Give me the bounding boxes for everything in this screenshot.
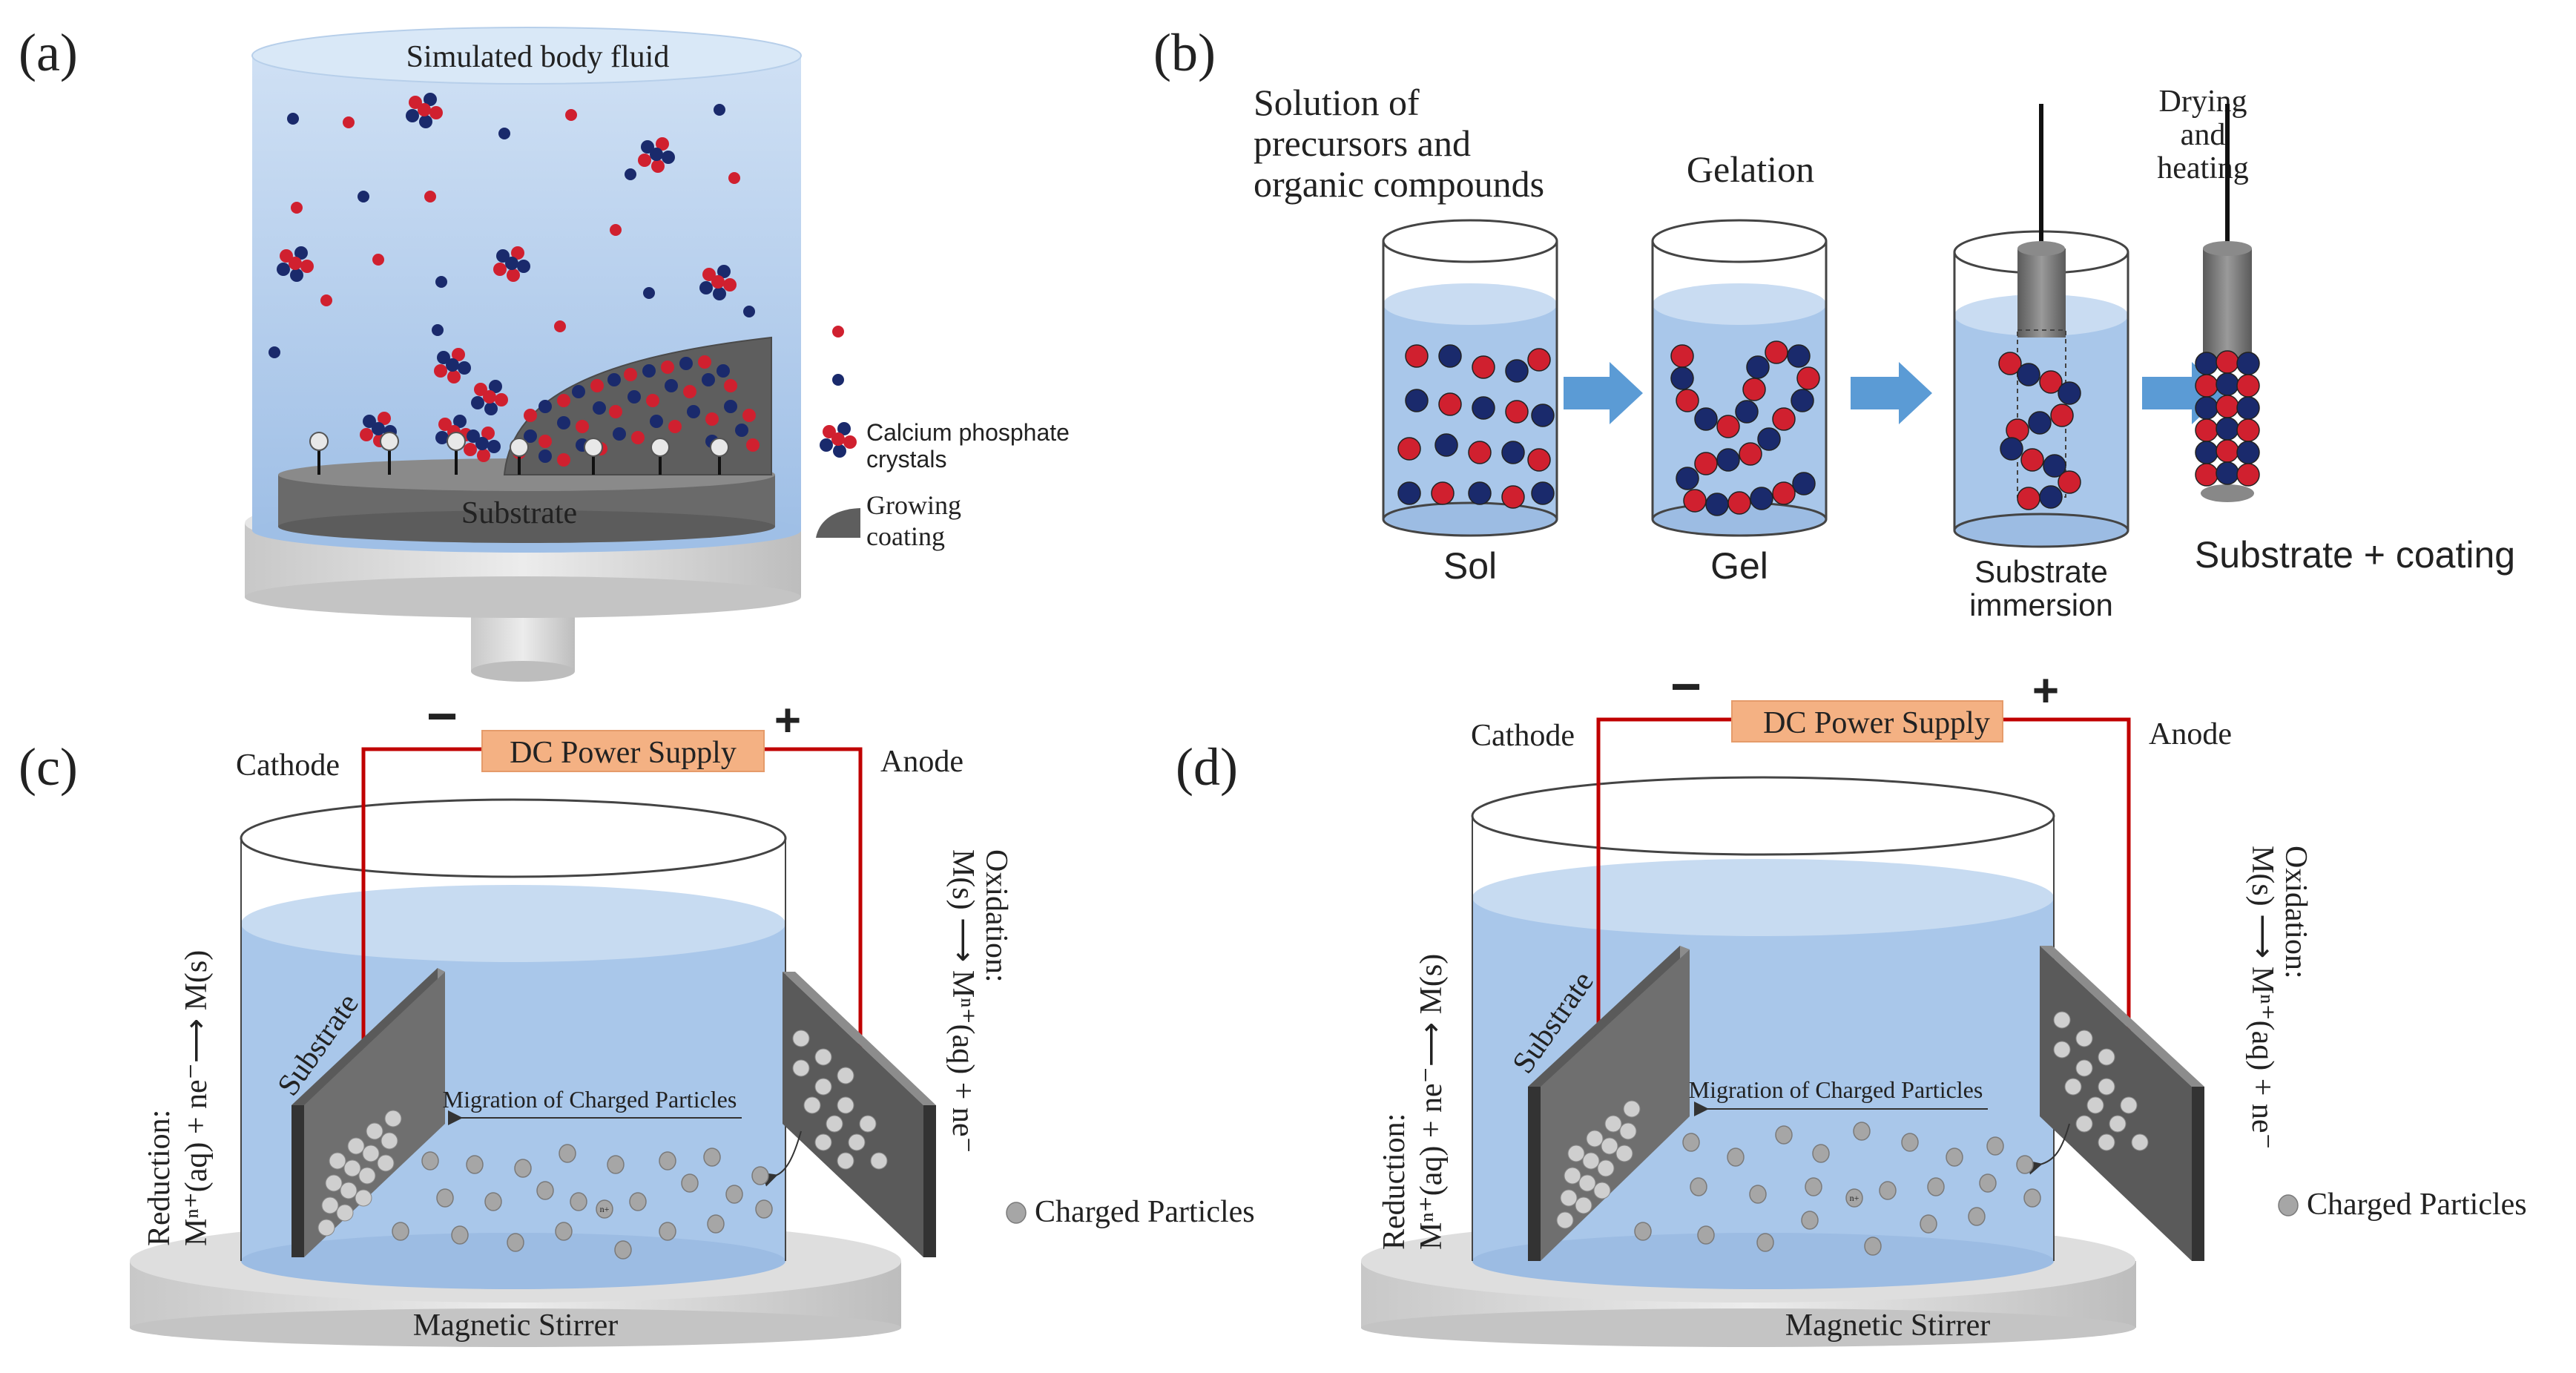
reduction-c-title: Reduction: — [142, 1110, 177, 1246]
oxidation-c-title: Oxidation: — [979, 849, 1013, 983]
legend-particle-c — [1006, 1202, 1027, 1224]
immersion-line2: immersion — [1969, 587, 2113, 622]
drying-line1: Drying — [2159, 85, 2247, 119]
sol-beaker — [1382, 219, 1558, 537]
panel-c: (c) Magnetic Stirrer DC Power Supply − +… — [19, 687, 1255, 1347]
anode-c-label: Anode — [880, 745, 963, 779]
legend-crystal-icon — [820, 422, 857, 458]
anode-plate-d — [2040, 946, 2204, 1261]
minus-c: − — [426, 687, 458, 746]
oxidation-d-title: Oxidation: — [2279, 846, 2313, 979]
legend-ion-red — [832, 326, 844, 338]
legend-coating-swatch — [816, 508, 860, 538]
anode-plate-c — [783, 972, 936, 1257]
migration-d-label: Migration of Charged Particles — [1689, 1076, 1983, 1103]
anode-d-label: Anode — [2149, 717, 2232, 751]
panel-d-label: (d) — [1176, 737, 1238, 797]
process-arrow-1 — [1564, 362, 1643, 424]
charged-particles-d — [1634, 1122, 2041, 1256]
power-supply-c-label: DC Power Supply — [510, 736, 737, 770]
charged-particles-d-label: Charged Particles — [2307, 1188, 2527, 1222]
charged-particles-c-label: Charged Particles — [1035, 1195, 1255, 1229]
nucleation-heads — [309, 432, 729, 457]
oxidation-d-eq: M(s) ⟶ Mⁿ⁺(aq) + ne⁻ — [2245, 846, 2279, 1150]
gel-label: Gel — [1710, 545, 1768, 587]
substrate-label: Substrate — [461, 496, 577, 530]
circuit-d — [1596, 717, 2131, 1068]
panel-b: (b) Solution of precursors and organic c… — [1153, 23, 2515, 622]
charged-particles-c — [392, 1144, 773, 1260]
panel-c-label: (c) — [19, 737, 78, 797]
solution-line2: precursors and — [1254, 122, 1471, 164]
stirrer-c-label: Magnetic Stirrer — [413, 1308, 618, 1343]
power-supply-d-label: DC Power Supply — [1763, 706, 1990, 740]
ion-d-label: n+ — [1850, 1193, 1859, 1203]
reduction-c-eq: Mⁿ⁺(aq) + ne⁻⟶ M(s) — [179, 950, 214, 1246]
power-supply-c — [481, 730, 765, 772]
migration-c-label: Migration of Charged Particles — [443, 1086, 737, 1113]
free-ions — [269, 104, 755, 358]
solution-line3: organic compounds — [1254, 163, 1544, 205]
cathode-c-label: Cathode — [236, 748, 340, 783]
minus-d: − — [1670, 657, 1702, 717]
panel-a-legend: Calcium phosphate crystals Growing coati… — [816, 326, 1070, 551]
plus-d: + — [2032, 665, 2059, 717]
panel-d: (d) Magnetic Stirrer DC Power Supply − +… — [1176, 657, 2527, 1347]
panel-a-label: (a) — [19, 23, 78, 82]
coated-substrate — [2195, 104, 2260, 502]
migration-c-curve — [761, 1130, 802, 1187]
stirrer-d-label: Magnetic Stirrer — [1785, 1308, 1990, 1343]
legend-crystals-line2: crystals — [866, 446, 946, 473]
legend-ion-blue — [832, 374, 844, 386]
ion-c-label: n+ — [600, 1204, 610, 1214]
reduction-d-title: Reduction: — [1377, 1113, 1411, 1250]
legend-particle-d — [2278, 1194, 2299, 1216]
gelation-label: Gelation — [1687, 148, 1814, 190]
legend-coating-line2: coating — [866, 521, 945, 551]
cathode-d-label: Cathode — [1471, 719, 1575, 753]
immersion-line1: Substrate — [1974, 554, 2108, 589]
circuit-c — [361, 747, 863, 1087]
cathode-plate-d — [1528, 946, 1690, 1261]
gel-beaker — [1651, 219, 1828, 537]
immersion-beaker — [1953, 104, 2129, 548]
power-supply-d — [1731, 700, 2003, 743]
drying-line3: heating — [2157, 151, 2249, 185]
legend-crystals-line1: Calcium phosphate — [866, 419, 1070, 446]
result-label: Substrate + coating — [2195, 534, 2515, 576]
oxidation-c-eq: M(s) ⟶ Mⁿ⁺(aq) + ne⁻ — [946, 849, 980, 1153]
drying-line2: and — [2181, 118, 2226, 152]
legend-coating-line1: Growing — [866, 490, 961, 520]
fluid-label: Simulated body fluid — [406, 40, 670, 74]
panel-b-label: (b) — [1153, 23, 1216, 82]
sol-label: Sol — [1443, 545, 1497, 587]
migration-d-curve — [2026, 1123, 2070, 1175]
plus-c: + — [774, 695, 801, 746]
reduction-d-eq: Mⁿ⁺(aq) + ne⁻⟶ M(s) — [1414, 954, 1449, 1250]
cathode-plate-c — [291, 968, 445, 1257]
process-arrow-2 — [1851, 362, 1932, 424]
panel-a: (a) Simulated body fluid Substrate — [19, 23, 1070, 682]
solution-line1: Solution of — [1254, 82, 1420, 123]
